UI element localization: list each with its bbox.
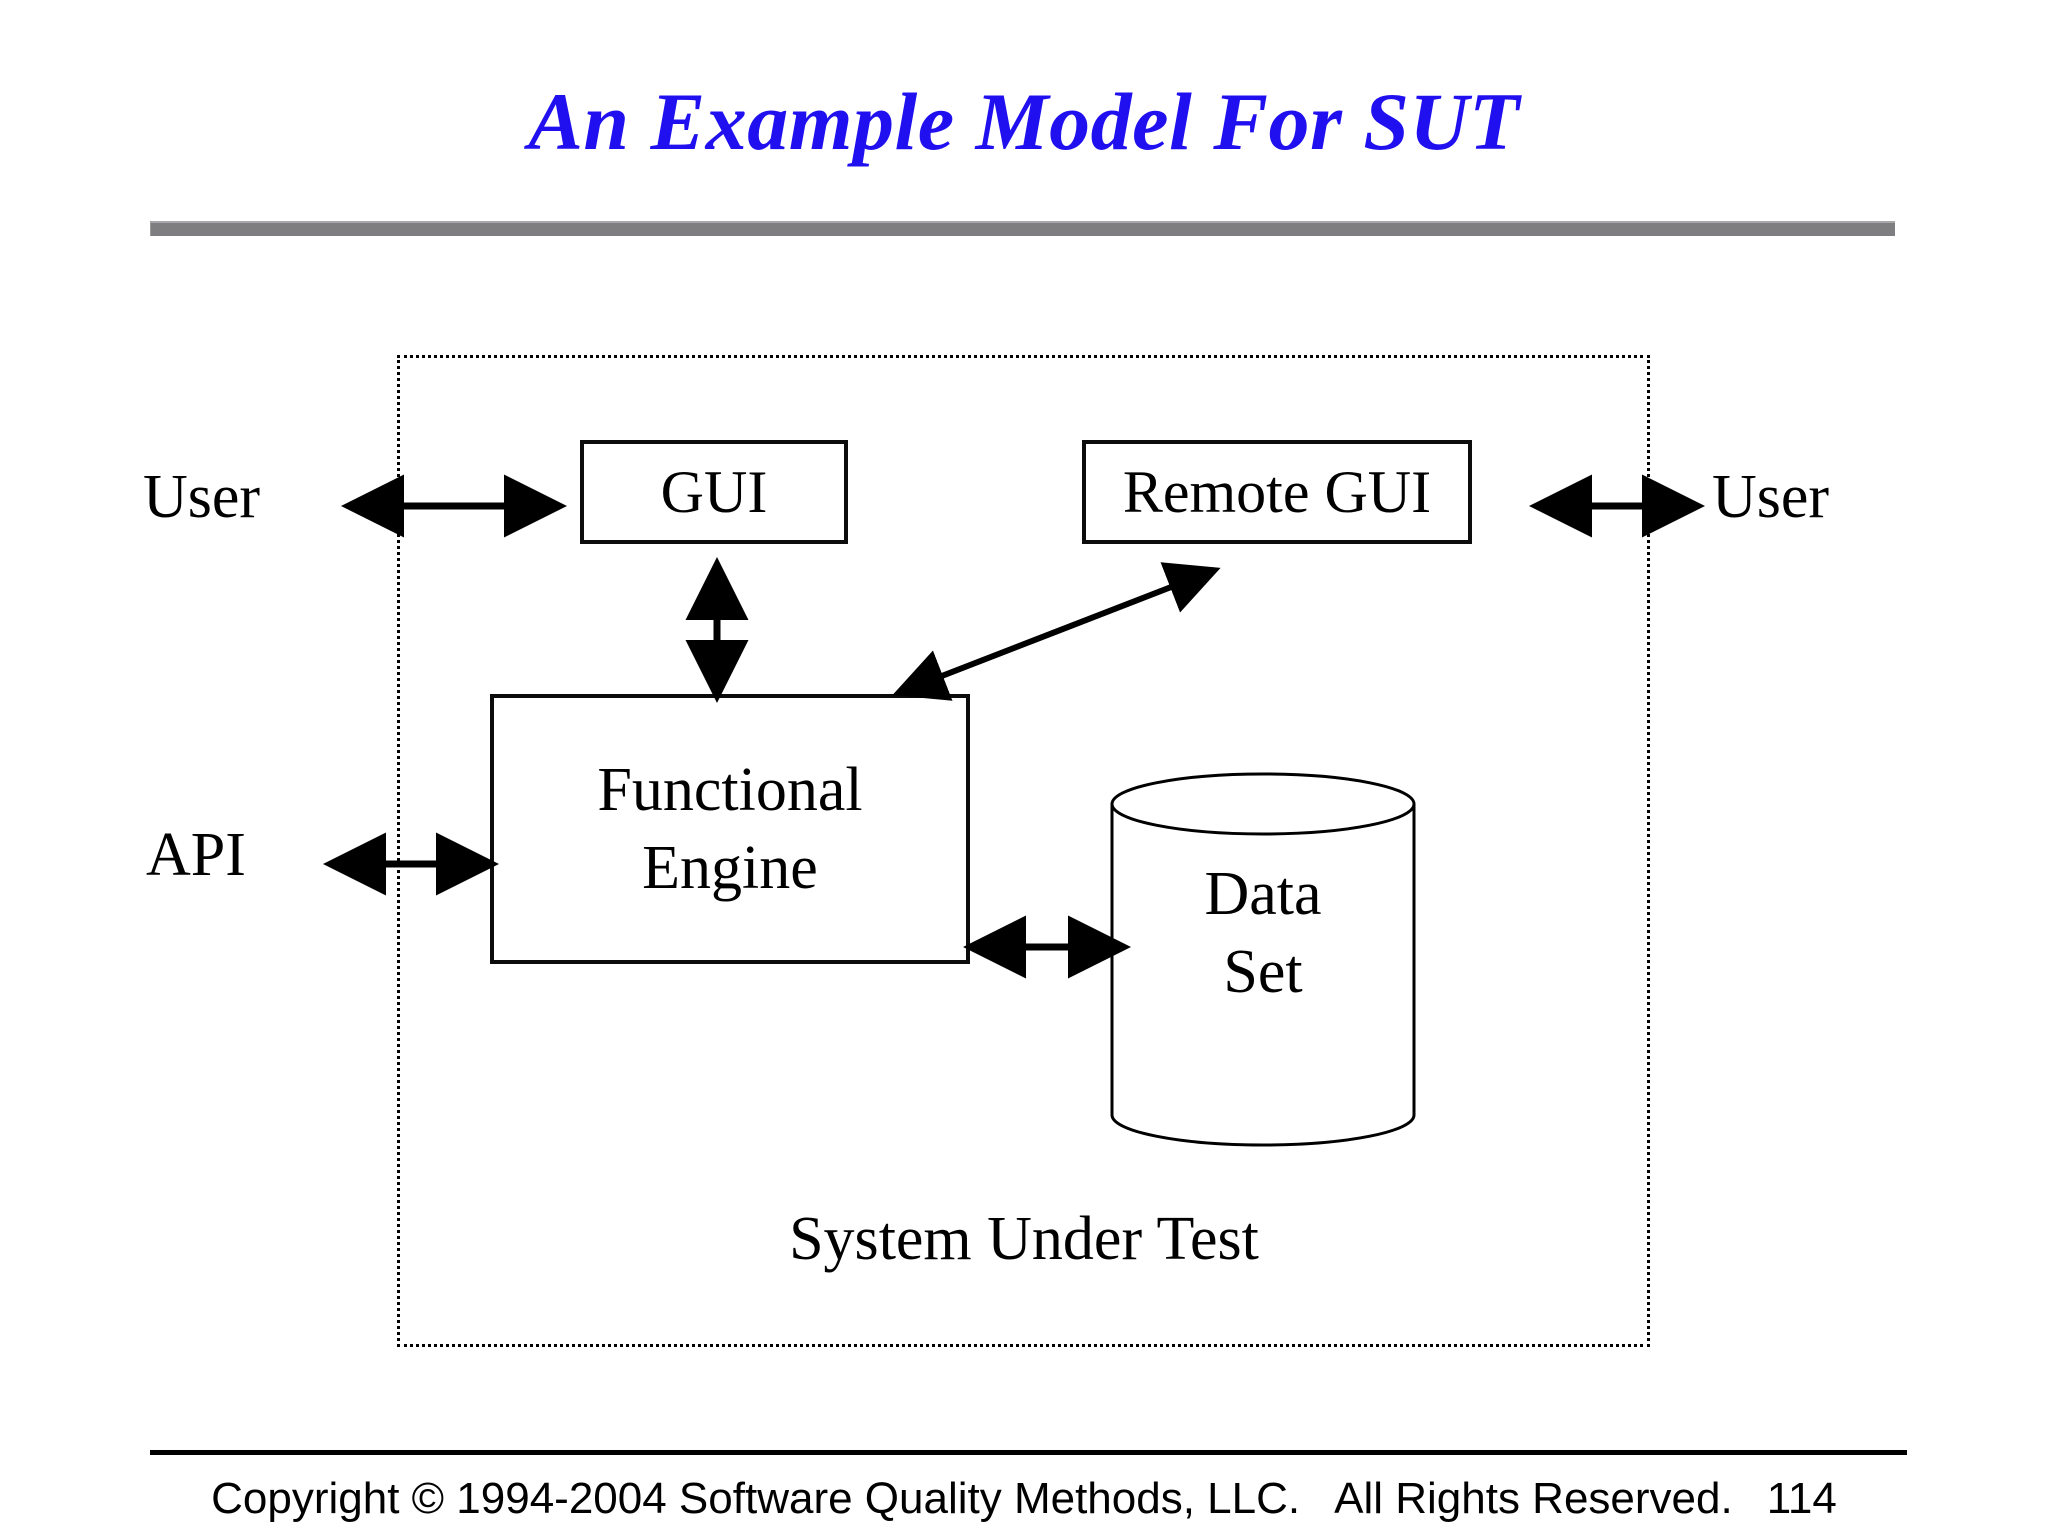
functional-engine-box-label: Functional Engine xyxy=(597,751,862,907)
data-set-label-line1: Data xyxy=(1204,860,1322,928)
data-set-label: Data Set xyxy=(1110,855,1416,1011)
data-set-cylinder[interactable] xyxy=(1110,772,1416,1147)
remote-gui-box-label: Remote GUI xyxy=(1122,459,1432,525)
remote-gui-box[interactable]: Remote GUI xyxy=(1082,440,1472,544)
page-title: An Example Model For SUT xyxy=(528,76,1520,167)
gui-box-label: GUI xyxy=(660,459,768,525)
functional-engine-label-line2: Engine xyxy=(642,834,818,902)
functional-engine-label-line1: Functional xyxy=(597,756,863,824)
title-divider-bar xyxy=(150,221,1895,236)
user-left-label: User xyxy=(143,463,261,531)
footer-page-number: 114 xyxy=(1766,1474,1837,1523)
api-label: API xyxy=(146,821,246,889)
footer-rights: All Rights Reserved. xyxy=(1334,1474,1733,1523)
system-under-test-caption: System Under Test xyxy=(789,1205,1259,1273)
footer-copyright: Copyright © 1994-2004 Software Quality M… xyxy=(211,1474,1301,1523)
gui-box[interactable]: GUI xyxy=(580,440,848,544)
footer: Copyright © 1994-2004 Software Quality M… xyxy=(0,1472,2048,1526)
functional-engine-box[interactable]: Functional Engine xyxy=(490,694,970,964)
data-set-label-line2: Set xyxy=(1223,938,1303,1006)
user-right-label: User xyxy=(1712,463,1830,531)
footer-divider xyxy=(150,1450,1907,1455)
